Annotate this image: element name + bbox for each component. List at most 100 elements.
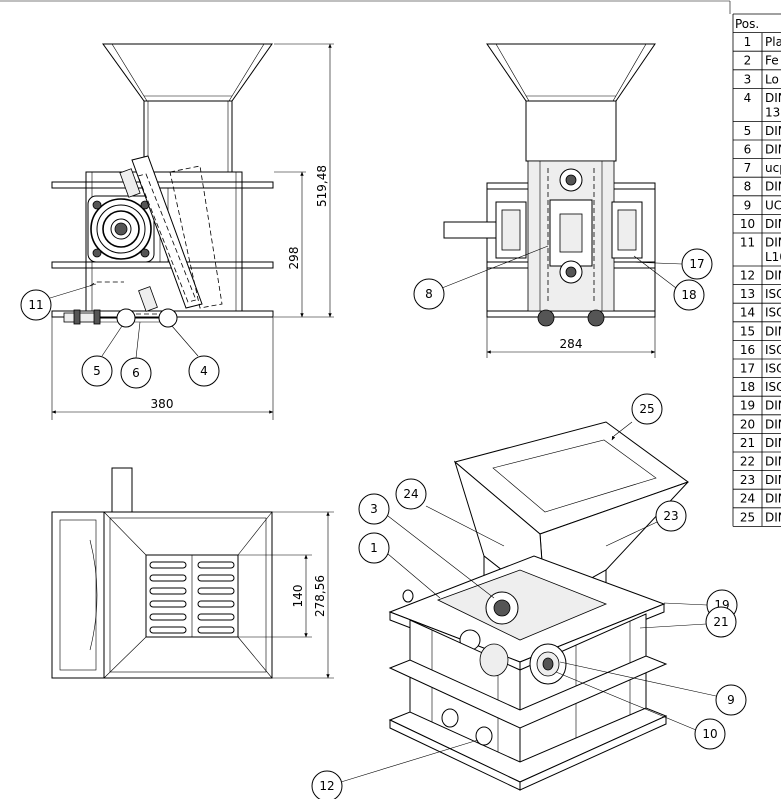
parts-list-description: DIN	[765, 217, 781, 231]
parts-list-pos-number: 21	[740, 436, 755, 450]
parts-list-header-pos: Pos.	[735, 17, 759, 31]
parts-list-description: Lo	[765, 72, 779, 86]
balloon-6: 6	[120, 357, 152, 389]
parts-list-pos-number: 17	[740, 362, 755, 376]
parts-list-description: Pla	[765, 35, 781, 49]
balloon-23: 23	[655, 500, 687, 532]
dim-depth-hopper: 278,56	[313, 575, 327, 617]
parts-list-table: Pos.1Pla2Fe3Lo4DIN1355DIN6DIN7ucp8DIN9UC…	[732, 13, 781, 527]
svg-text:6: 6	[132, 366, 140, 380]
parts-list-description: DIN	[765, 455, 781, 469]
parts-list-description: DIN	[765, 236, 781, 250]
parts-list-pos-number: 25	[740, 510, 755, 524]
top-view: 278,56 140	[51, 467, 334, 679]
parts-list-pos-number: 9	[744, 198, 752, 212]
top-grate-bars	[149, 561, 235, 634]
parts-list-description: ISO	[765, 287, 781, 301]
parts-list-description: DIN	[765, 510, 781, 524]
dim-width-front: 380	[151, 397, 174, 411]
svg-text:11: 11	[28, 298, 43, 312]
svg-text:17: 17	[689, 257, 704, 271]
parts-list-description: DIN	[765, 417, 781, 431]
svg-text:23: 23	[663, 509, 678, 523]
parts-list-description: ISO	[765, 362, 781, 376]
balloon-17: 17	[681, 248, 713, 280]
balloon-24: 24	[395, 478, 427, 510]
side-foot-bolt-right	[587, 309, 605, 327]
parts-list-pos-number: 5	[744, 124, 752, 138]
front-bearing-flange	[87, 195, 155, 263]
side-foot-bolt-left	[537, 309, 555, 327]
side-shaft	[443, 221, 497, 239]
parts-list-description: DIN	[765, 399, 781, 413]
parts-list-pos-number: 11	[740, 236, 755, 250]
parts-list-pos-number: 1	[744, 35, 752, 49]
parts-list-description: DIN	[765, 324, 781, 338]
front-top-plate	[51, 181, 274, 189]
parts-list-description: DIN	[765, 91, 781, 105]
iso-bolt-a	[441, 708, 459, 728]
svg-text:3: 3	[370, 502, 378, 516]
parts-list-pos-number: 10	[740, 217, 755, 231]
parts-list-pos-number: 7	[744, 161, 752, 175]
parts-list-pos-number: 16	[740, 343, 755, 357]
iso-bolt-b	[475, 726, 493, 746]
dim-height-total: 519,48	[315, 165, 329, 207]
svg-text:21: 21	[713, 615, 728, 629]
side-view: 284 8 17 18	[413, 43, 713, 358]
top-bearing-block	[51, 511, 105, 679]
parts-list-pos-number: 12	[740, 269, 755, 283]
dim-height-frame: 298	[287, 247, 301, 270]
svg-text:12: 12	[319, 779, 334, 793]
parts-list-description: ISO	[765, 380, 781, 394]
parts-list-description: DIN	[765, 124, 781, 138]
svg-text:10: 10	[702, 727, 717, 741]
front-middle-plate	[51, 261, 274, 269]
svg-text:1: 1	[370, 541, 378, 555]
parts-list-description: UC	[765, 198, 781, 212]
dim-grate-width: 140	[291, 585, 305, 608]
balloon-5: 5	[81, 355, 113, 387]
svg-text:9: 9	[727, 693, 735, 707]
parts-list-pos-number: 4	[744, 91, 752, 105]
parts-list-description: Fe	[765, 54, 779, 68]
parts-list-description: DIN	[765, 436, 781, 450]
front-view: 519,48 298 380 11 5 6 4	[20, 43, 334, 420]
dim-width-side: 284	[560, 337, 583, 351]
parts-list-pos-number: 8	[744, 180, 752, 194]
parts-list-description: ISO	[765, 306, 781, 320]
parts-list-description: ISO	[765, 343, 781, 357]
front-clamp-assembly	[63, 308, 178, 328]
balloon-8: 8	[413, 278, 445, 310]
svg-text:8: 8	[425, 287, 433, 301]
svg-text:18: 18	[681, 288, 696, 302]
front-tilted-grate	[119, 155, 223, 312]
parts-list-pos-number: 18	[740, 380, 755, 394]
svg-text:5: 5	[93, 364, 101, 378]
iso-middle-plate	[388, 655, 668, 729]
front-chute	[143, 100, 233, 173]
isometric-view: 25 24 3 1 23 19 21	[311, 393, 747, 799]
top-shaft	[111, 467, 133, 513]
parts-list-pos-number: 19	[740, 399, 755, 413]
front-hidden-pipe	[89, 281, 124, 287]
parts-list-pos-number: 6	[744, 143, 752, 157]
parts-list-pos-number: 2	[744, 54, 752, 68]
balloon-21: 21	[705, 606, 737, 638]
svg-text:4: 4	[200, 364, 208, 378]
parts-list-pos-number: 24	[740, 492, 755, 506]
side-chute	[525, 100, 617, 162]
svg-text:24: 24	[403, 487, 418, 501]
parts-list-pos-number: 20	[740, 417, 755, 431]
side-base-plate	[486, 310, 656, 318]
balloon-10: 10	[694, 718, 726, 750]
parts-list-pos-number: 23	[740, 473, 755, 487]
parts-list-pos-number: 22	[740, 455, 755, 469]
parts-list-description-line2: 135	[765, 105, 781, 119]
balloon-12: 12	[311, 770, 343, 799]
parts-list-pos-number: 15	[740, 324, 755, 338]
parts-list-pos-number: 13	[740, 287, 755, 301]
parts-list-description: ucp	[765, 161, 781, 175]
parts-list-description: DIN	[765, 269, 781, 283]
